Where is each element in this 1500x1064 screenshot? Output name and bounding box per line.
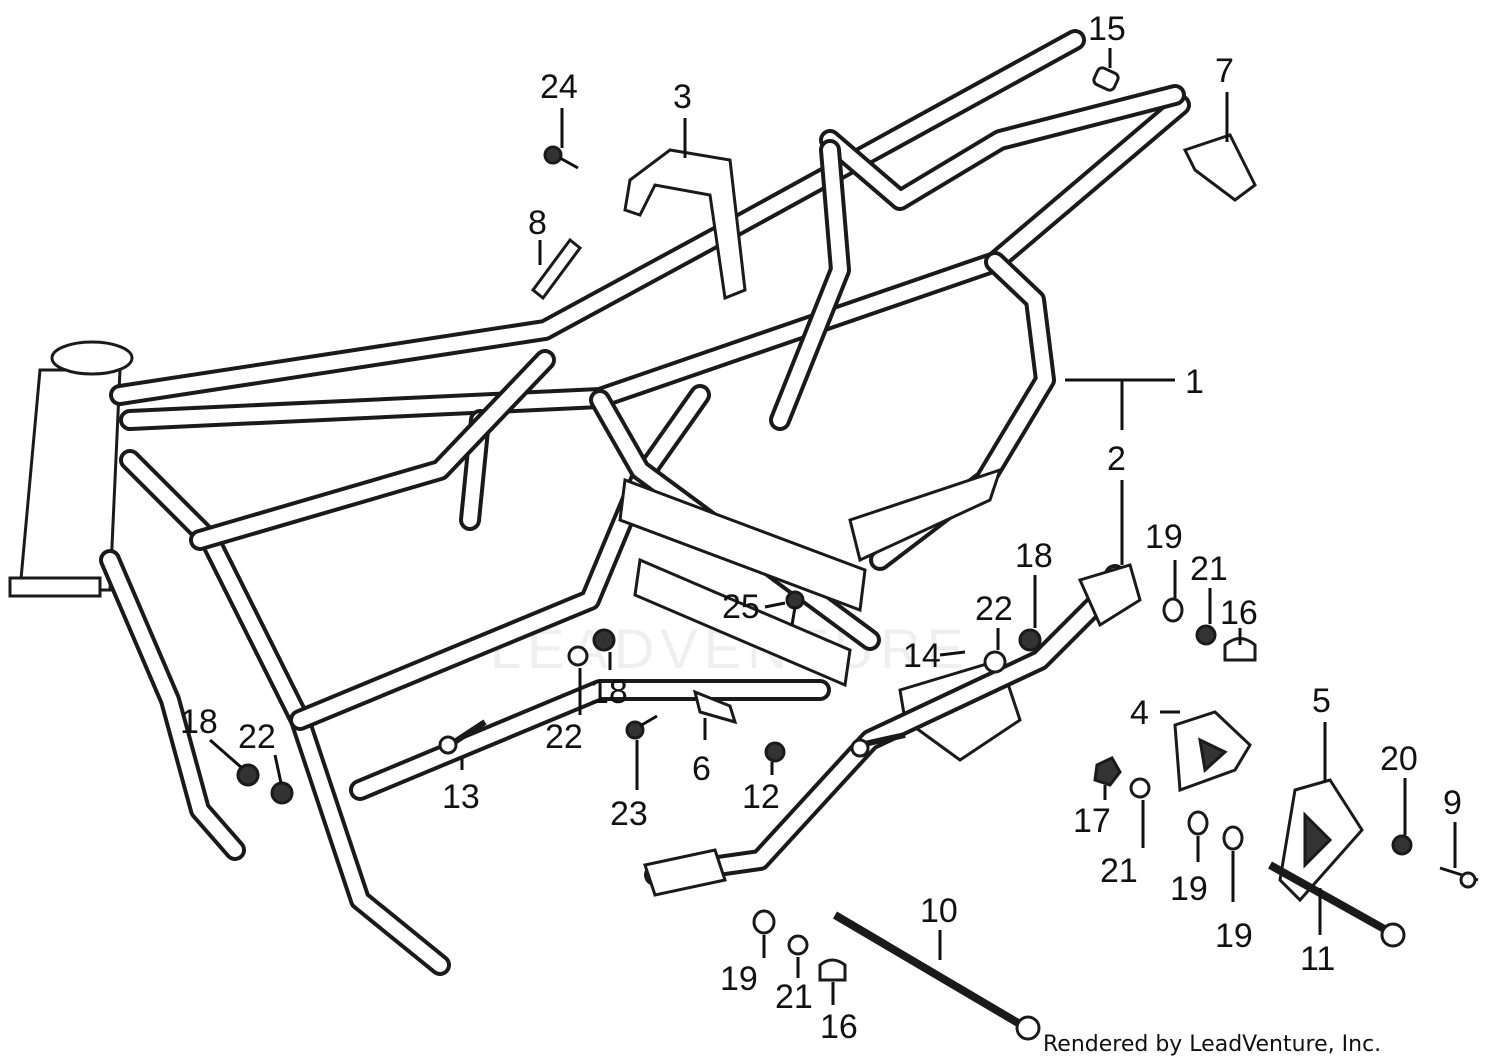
tube-8	[530, 237, 583, 301]
callout-6: 6	[692, 750, 711, 788]
render-credit: Rendered by LeadVenture, Inc.	[1043, 1032, 1382, 1057]
engine-hanger-4	[1173, 710, 1252, 793]
bolt-25	[785, 590, 805, 626]
callout-7: 7	[1215, 52, 1234, 90]
callout-21c: 21	[775, 978, 813, 1016]
callout-5: 5	[1312, 682, 1331, 720]
callout-22a: 22	[975, 590, 1013, 628]
bolt-14	[850, 732, 906, 758]
callout-24: 24	[540, 68, 578, 106]
leader-lines	[209, 48, 1457, 1005]
bolt-23	[625, 714, 658, 740]
callout-13: 13	[442, 778, 480, 816]
callout-19d: 19	[720, 960, 758, 998]
main-frame	[8, 29, 1191, 976]
bolt-11	[1268, 861, 1406, 948]
callout-10: 10	[920, 892, 958, 930]
tail-bracket-7	[1182, 133, 1257, 202]
callout-18b: 18	[590, 673, 628, 711]
callout-4: 4	[1130, 694, 1149, 732]
head-tube	[8, 340, 134, 598]
callout-19c: 19	[1215, 917, 1253, 955]
bolt-9	[1439, 866, 1479, 889]
callout-21b: 21	[1100, 852, 1138, 890]
callout-11: 11	[1300, 940, 1335, 978]
callout-23: 23	[610, 795, 648, 833]
callout-14: 14	[903, 637, 941, 675]
callout-12: 12	[742, 778, 780, 816]
callout-16a: 16	[1220, 594, 1258, 632]
callout-22c: 22	[238, 718, 276, 756]
callout-18a: 18	[1015, 537, 1053, 575]
clip-6	[692, 689, 738, 725]
callout-19b: 19	[1170, 870, 1208, 908]
callout-numbers: 1 2 3 4 5 6 7 8 9 10 11 12 13 14 15 16 1…	[180, 10, 1462, 1046]
callout-3: 3	[673, 78, 692, 116]
rear-seat-bracket-3	[623, 148, 747, 301]
callout-20: 20	[1380, 740, 1418, 778]
callout-22b: 22	[545, 718, 583, 756]
callout-21a: 21	[1190, 550, 1228, 588]
callout-17: 17	[1073, 802, 1111, 840]
callout-25: 25	[722, 588, 760, 626]
callout-18c: 18	[180, 703, 218, 741]
callout-1: 1	[1185, 363, 1204, 401]
callout-2: 2	[1107, 440, 1126, 478]
callout-16b: 16	[820, 1008, 858, 1046]
step-bracket	[643, 563, 1142, 897]
rubber-15	[1092, 66, 1120, 92]
callout-9: 9	[1443, 784, 1462, 822]
bolt-10	[832, 911, 1041, 1041]
bolt-13	[438, 719, 487, 755]
washers-and-nuts	[236, 597, 1413, 982]
callout-8: 8	[528, 204, 547, 242]
callout-19a: 19	[1145, 518, 1183, 556]
callout-15: 15	[1088, 10, 1126, 48]
nut-12	[764, 741, 786, 763]
bolt-24	[543, 145, 579, 170]
